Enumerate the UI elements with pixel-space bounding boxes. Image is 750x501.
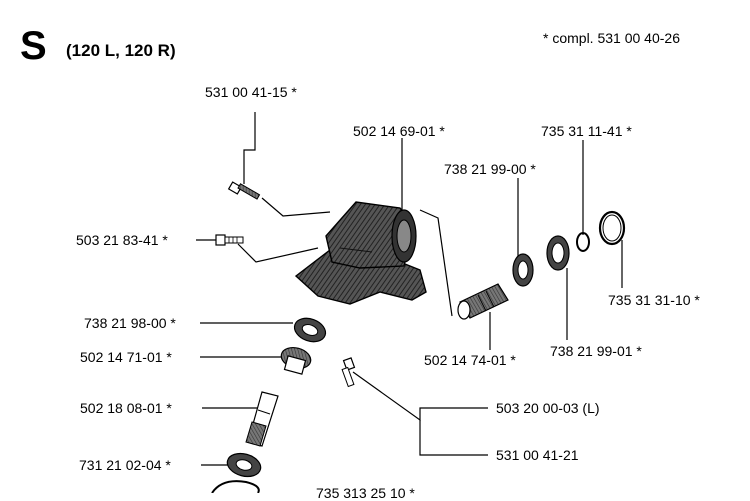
circlip-bottom xyxy=(211,480,260,493)
leader-lines xyxy=(196,112,623,466)
label-731-21-02-04: 731 21 02-04 * xyxy=(79,457,171,473)
bearing-738-21-99-00 xyxy=(512,253,534,287)
label-738-21-99-01: 738 21 99-01 * xyxy=(550,343,642,359)
label-502-14-74-01: 502 14 74-01 * xyxy=(424,352,516,368)
assembly-line-3 xyxy=(419,209,453,317)
assembly-line-2 xyxy=(237,243,319,263)
model-list: (120 L, 120 R) xyxy=(66,41,176,60)
shaft-502-14-74-01 xyxy=(457,283,509,320)
label-502-14-71-01: 502 14 71-01 * xyxy=(80,349,172,365)
label-531-00-41-21: 531 00 41-21 xyxy=(496,447,579,463)
assembly-line-1 xyxy=(261,197,331,217)
label-738-21-98-00: 738 21 98-00 * xyxy=(84,315,176,331)
bearing-738-21-98-00 xyxy=(293,317,327,343)
output-shaft-502-18-08-01 xyxy=(245,391,279,447)
bearing-731-21-02-04 xyxy=(226,452,262,478)
screw-531-00-41-15 xyxy=(227,181,261,200)
leader-503-20-00-03 xyxy=(352,371,488,422)
label-531-00-41-15: 531 00 41-15 * xyxy=(205,84,297,100)
retaining-ring-735-31-11-41 xyxy=(576,232,590,252)
gear-housing-502-14-69-01 xyxy=(294,201,427,305)
label-735-cut-off: 735 313 25 10 * xyxy=(316,485,415,501)
label-502-14-69-01: 502 14 69-01 * xyxy=(353,123,445,139)
circlip-735-31-31-10 xyxy=(598,210,626,246)
screw-503-21-83-41 xyxy=(215,234,244,246)
complete-assembly-note: * compl. 531 00 40-26 xyxy=(543,30,680,46)
leader-531-00-41-15 xyxy=(243,112,256,184)
label-738-21-99-00: 738 21 99-00 * xyxy=(444,161,536,177)
label-735-31-31-10: 735 31 31-10 * xyxy=(608,292,700,308)
label-503-21-83-41: 503 21 83-41 * xyxy=(76,232,168,248)
label-735-31-11-41: 735 31 11-41 * xyxy=(541,123,632,139)
screw-503-20-00-03 xyxy=(341,357,356,388)
label-502-18-08-01: 502 18 08-01 * xyxy=(80,400,172,416)
label-503-20-00-03: 503 20 00-03 (L) xyxy=(496,400,600,416)
section-letter: S xyxy=(20,24,47,68)
bearing-738-21-99-01 xyxy=(546,235,570,271)
bevel-gear-502-14-71-01 xyxy=(280,346,312,375)
leader-531-00-41-21 xyxy=(419,420,488,456)
